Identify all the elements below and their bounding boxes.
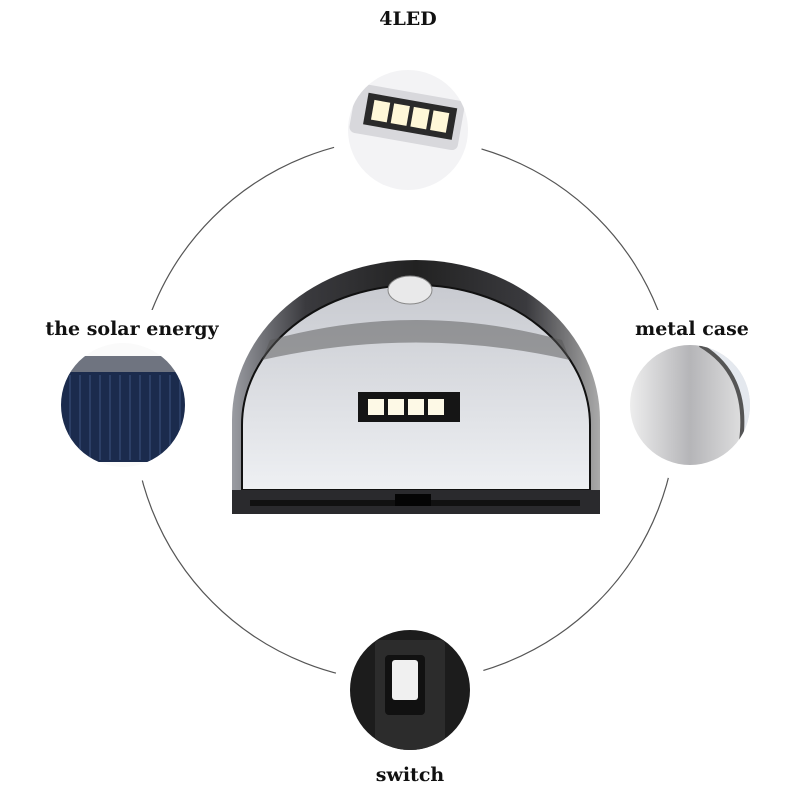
metal-case-image [630,345,750,465]
feature-label-metal: metal case [635,318,749,340]
solar-lamp-image [232,260,600,514]
switch-image [350,630,470,750]
feature-label-solar: the solar energy [45,318,219,340]
feature-label-switch: switch [375,764,445,786]
solar-panel-image [61,343,185,467]
led-detail-image [348,70,468,190]
feature-label-led: 4LED [379,8,437,30]
